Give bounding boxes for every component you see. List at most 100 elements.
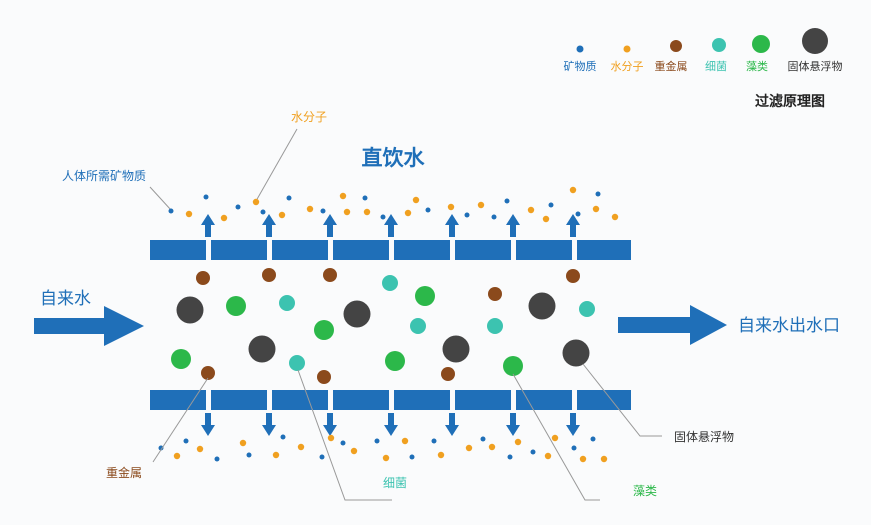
water-particle <box>297 443 305 451</box>
up-arrow <box>566 214 580 237</box>
bacteria-leader <box>297 369 392 501</box>
mineral-particle <box>158 445 164 451</box>
heavy-metal-particle <box>262 268 276 282</box>
heavy-metal-leader <box>152 377 209 463</box>
down-arrow <box>323 413 337 436</box>
membrane-segment <box>394 240 450 260</box>
down-arrows <box>201 413 580 436</box>
mineral-particle <box>286 195 292 201</box>
membrane-segment <box>333 390 389 410</box>
mineral-particle <box>362 195 368 201</box>
up-arrow <box>201 214 215 237</box>
top-particles <box>168 186 619 223</box>
water-particle <box>404 209 412 217</box>
bacteria-particle <box>289 355 305 371</box>
bacteria-particle <box>279 295 295 311</box>
legend-bacteria-swatch <box>712 38 726 52</box>
minerals-leader <box>149 186 172 211</box>
bacteria-particle <box>410 318 426 334</box>
water-particle <box>412 196 420 204</box>
water-particle <box>437 451 445 459</box>
solid-label: 固体悬浮物 <box>674 430 734 444</box>
water-particle <box>220 214 228 222</box>
water-particle <box>544 452 552 460</box>
heavy-metal-particle <box>201 366 215 380</box>
bacteria-label: 细菌 <box>383 476 407 490</box>
mineral-particle <box>183 438 189 444</box>
mineral-particle <box>320 208 326 214</box>
mineral-particle <box>260 209 266 215</box>
water-particle <box>252 198 260 206</box>
water-particle <box>447 203 455 211</box>
heavy-metal-label: 重金属 <box>106 465 142 480</box>
down-arrow <box>445 413 459 436</box>
mineral-particle <box>590 436 596 442</box>
water-particle <box>600 455 608 463</box>
inflow-arrow <box>34 306 144 346</box>
bacteria-particle <box>487 318 503 334</box>
mineral-particle <box>595 191 601 197</box>
membrane-segment <box>577 390 631 410</box>
water-particle <box>611 213 619 221</box>
water-particle <box>272 451 280 459</box>
membrane-segment <box>333 240 389 260</box>
mineral-particle <box>246 452 252 458</box>
mineral-particle <box>425 207 431 213</box>
mineral-particle <box>203 194 209 200</box>
legend-mineral-label: 矿物质 <box>564 59 597 73</box>
solid-particle <box>248 335 276 363</box>
down-arrow <box>201 413 215 436</box>
membrane-segment <box>211 240 267 260</box>
legend-water-label: 水分子 <box>611 60 644 73</box>
outflow-label: 自来水出水口 <box>738 316 840 336</box>
down-arrow <box>566 413 580 436</box>
mineral-particle <box>575 211 581 217</box>
water-particle <box>382 454 390 462</box>
algae-label: 藻类 <box>633 484 657 498</box>
membrane-segment <box>516 390 572 410</box>
water-particle <box>278 211 286 219</box>
algae-particle <box>314 320 334 340</box>
water-particle <box>339 192 347 200</box>
legend-heavy-metal-label: 重金属 <box>655 59 688 73</box>
water-particle <box>350 447 358 455</box>
membrane-segment <box>455 240 511 260</box>
solid-leader <box>582 363 662 437</box>
heavy-metal-particle <box>441 367 455 381</box>
water-particle <box>363 208 371 216</box>
water-particle <box>343 208 351 216</box>
water-molecule-label: 水分子 <box>291 110 327 124</box>
mineral-particle <box>168 208 174 214</box>
membrane-segment <box>272 240 328 260</box>
water-particle <box>196 445 204 453</box>
legend-heavy-metal-swatch <box>670 40 682 52</box>
water-particle <box>306 205 314 213</box>
heavy-metal-particle <box>317 370 331 384</box>
mineral-particle <box>571 445 577 451</box>
bottom-membrane <box>150 390 631 410</box>
legend-bacteria-label: 细菌 <box>705 60 727 73</box>
solid-particle <box>176 296 204 324</box>
water-particle <box>477 201 485 209</box>
legend-algae-swatch <box>752 35 770 53</box>
up-arrow <box>262 214 276 237</box>
top-membrane <box>150 240 631 260</box>
heavy-metal-particle <box>566 269 580 283</box>
solid-particle <box>528 292 556 320</box>
mineral-particle <box>340 440 346 446</box>
membrane-segment <box>272 390 328 410</box>
solid-particle <box>343 300 371 328</box>
water-particle <box>327 434 335 442</box>
water-particle <box>185 210 193 218</box>
membrane-segment <box>394 390 450 410</box>
water-particle <box>465 444 473 452</box>
algae-particle <box>415 286 435 306</box>
legend-mineral-swatch <box>576 45 584 53</box>
down-arrow <box>384 413 398 436</box>
mineral-particle <box>235 204 241 210</box>
heavy-metal-particle <box>323 268 337 282</box>
water-particle <box>173 452 181 460</box>
up-arrow <box>323 214 337 237</box>
membrane-segment <box>150 390 206 410</box>
